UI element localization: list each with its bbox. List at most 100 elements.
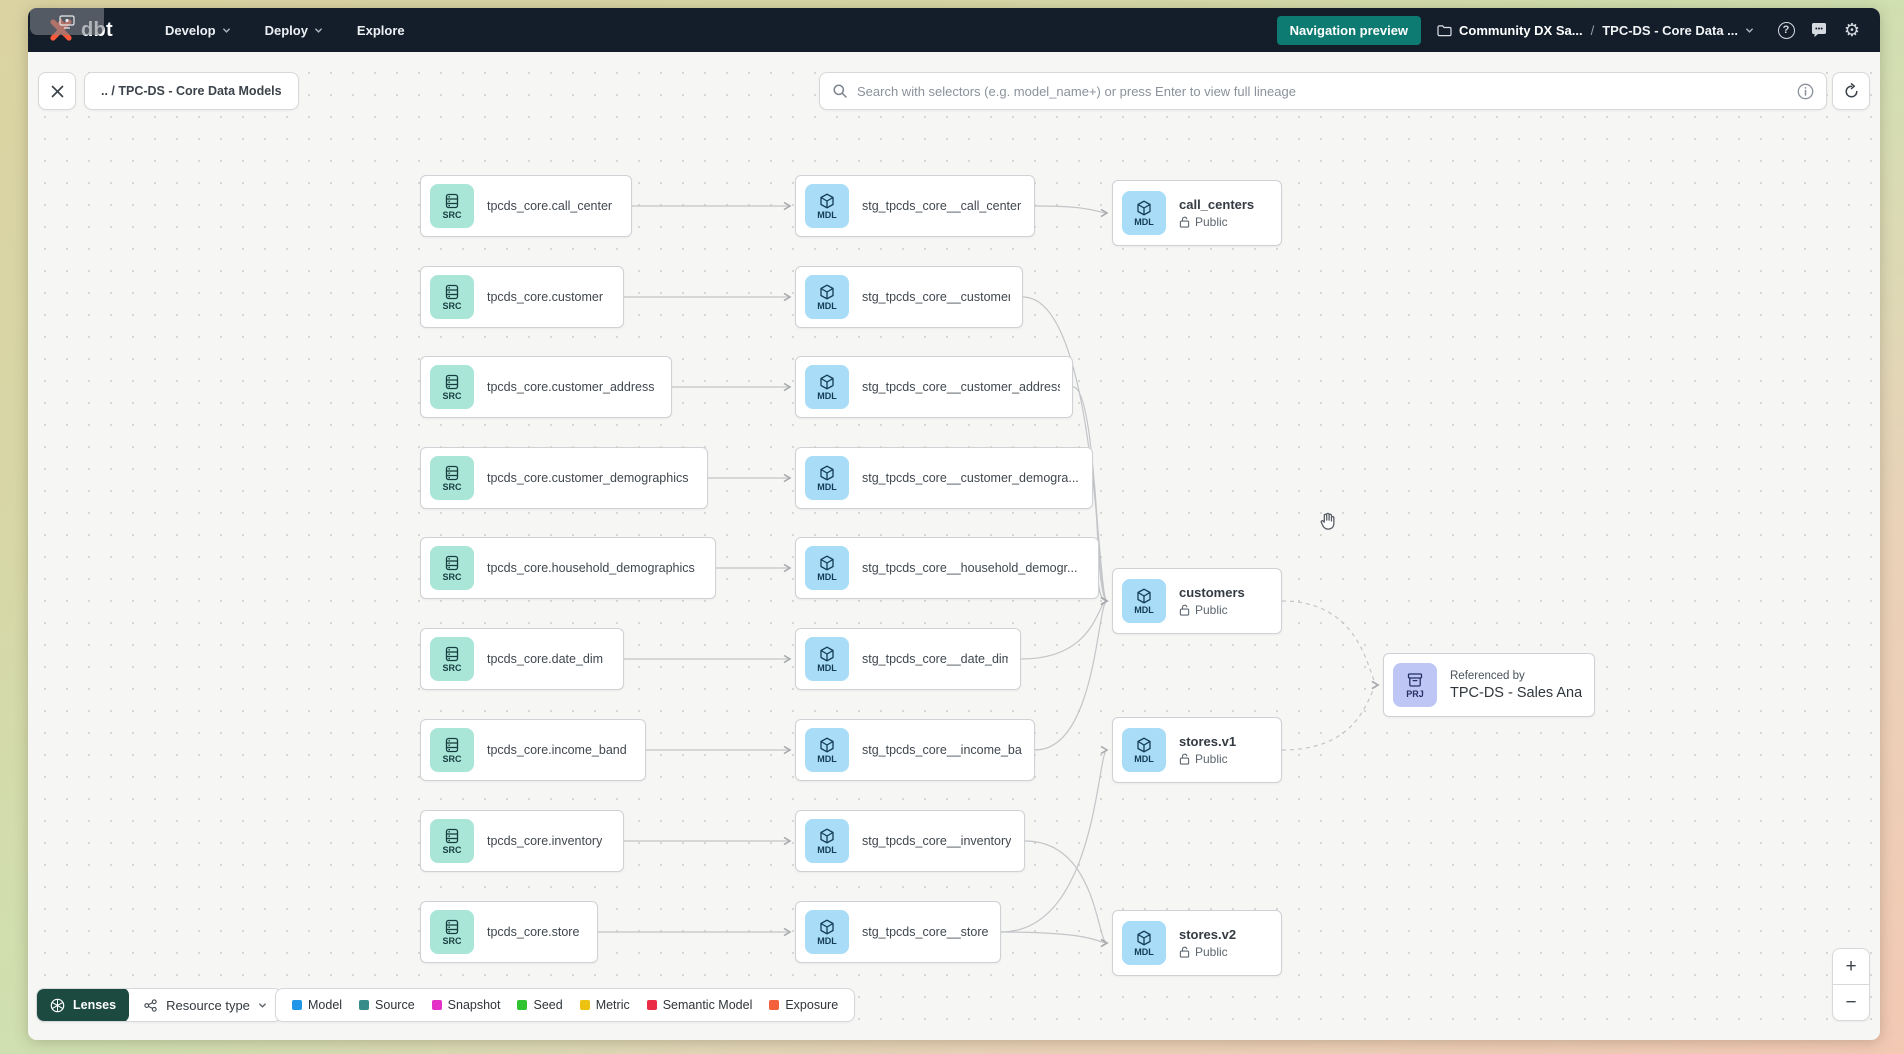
edge-m8-stores_v2 — [1000, 931, 1107, 943]
node-label: TPC-DS - Sales Analytics — [1450, 684, 1582, 701]
lenses-button[interactable]: Lenses — [37, 989, 130, 1021]
navigation-preview-badge[interactable]: Navigation preview — [1276, 15, 1422, 45]
chat-bubble-icon — [1812, 22, 1826, 37]
node-label: stg_tpcds_core__store — [862, 925, 988, 939]
node-label: customers — [1179, 585, 1245, 600]
model-badge: MDL — [805, 456, 849, 500]
model-badge: MDL — [805, 184, 849, 228]
nav-menu-explore-label: Explore — [356, 22, 405, 38]
node-label: tpcds_core.household_demographics — [487, 561, 695, 575]
nav-menu-develop-label: Develop — [165, 22, 216, 38]
help-icon[interactable]: ? — [1776, 20, 1796, 40]
legend-label: Semantic Model — [662, 998, 753, 1012]
legend-swatch — [517, 1000, 528, 1010]
close-lineage-button[interactable] — [38, 72, 76, 110]
node-access-badge: Public — [1179, 752, 1236, 766]
legend-item-exposure: Exposure — [769, 998, 838, 1012]
node-label: stg_tpcds_core__household_demogr... — [862, 561, 1078, 575]
source-badge: SRC — [430, 275, 474, 319]
breadcrumb-project[interactable]: TPC-DS - Core Data ... — [1602, 23, 1754, 38]
legend-label: Snapshot — [447, 998, 501, 1012]
model-badge: MDL — [1122, 191, 1166, 235]
zoom-out-button[interactable]: − — [1845, 991, 1857, 1013]
node-label: stg_tpcds_core__inventory — [862, 834, 1012, 848]
model-node-m0[interactable]: MDL stg_tpcds_core__call_center — [795, 175, 1035, 237]
resource-type-dropdown[interactable]: Resource type — [129, 989, 281, 1021]
node-label: stg_tpcds_core__customer_demogra... — [862, 471, 1079, 485]
model-badge: MDL — [1122, 728, 1166, 772]
breadcrumb-account[interactable]: Community DX Sa... — [1437, 23, 1583, 38]
zoom-in-button[interactable]: + — [1845, 955, 1857, 977]
node-label: tpcds_core.customer_address — [487, 380, 655, 394]
model-badge: MDL — [805, 275, 849, 319]
legend-item-model: Model — [292, 998, 342, 1012]
model-badge: MDL — [805, 819, 849, 863]
cube-icon — [1137, 737, 1151, 752]
node-label: stores.v1 — [1179, 734, 1237, 749]
edge-m6-customers — [1034, 601, 1107, 751]
database-icon — [445, 465, 459, 480]
cube-icon — [820, 646, 834, 661]
node-label: tpcds_core.inventory — [487, 834, 603, 848]
search-input[interactable] — [857, 83, 1788, 99]
settings-icon[interactable]: ⚙ — [1843, 20, 1861, 40]
edge-customers-ref — [1281, 600, 1378, 685]
node-access-badge: Public — [1179, 603, 1245, 617]
node-access-badge: Public — [1179, 215, 1254, 229]
model-node-m7[interactable]: MDL stg_tpcds_core__inventory — [795, 810, 1025, 872]
nav-menu-deploy[interactable]: Deploy — [265, 23, 323, 38]
legend-item-seed: Seed — [517, 998, 563, 1012]
zoom-divider — [1833, 984, 1869, 985]
source-badge: SRC — [430, 637, 474, 681]
cube-icon — [820, 465, 834, 480]
source-node-s4[interactable]: SRC tpcds_core.household_demographics — [420, 537, 716, 599]
model-badge: MDL — [805, 546, 849, 590]
edge-m7-stores_v2 — [1024, 840, 1107, 943]
nav-menu-explore[interactable]: Explore — [357, 23, 405, 38]
lineage-breadcrumb-chip[interactable]: .. / TPC-DS - Core Data Models — [84, 72, 299, 110]
source-node-s8[interactable]: SRC tpcds_core.store — [420, 901, 598, 963]
source-badge: SRC — [430, 728, 474, 772]
legend-swatch — [292, 1000, 302, 1010]
nav-menu-develop[interactable]: Develop — [165, 23, 231, 38]
dbt-app-window: dbt Develop Deploy Explore Navigation pr… — [28, 8, 1880, 1040]
navbar-icon-group: ? ⚙ — [1776, 20, 1862, 40]
cube-icon — [1137, 200, 1151, 215]
cube-icon — [820, 193, 834, 208]
feedback-icon[interactable] — [1809, 20, 1829, 40]
lenses-toolbar: Lenses Resource type — [36, 988, 282, 1022]
source-badge: SRC — [430, 910, 474, 954]
refresh-button[interactable] — [1832, 72, 1870, 110]
source-badge: SRC — [430, 546, 474, 590]
node-label: tpcds_core.store — [487, 925, 580, 939]
zoom-controls: + − — [1832, 948, 1870, 1021]
model-node-m4[interactable]: MDL stg_tpcds_core__household_demogr... — [795, 537, 1099, 599]
node-label: stg_tpcds_core__call_center — [862, 199, 1022, 213]
chevron-down-icon — [315, 27, 322, 33]
legend-swatch — [359, 1000, 370, 1010]
top-navbar: dbt Develop Deploy Explore Navigation pr… — [28, 8, 1880, 52]
lineage-canvas[interactable]: .. / TPC-DS - Core Data Models SRCtpcds_… — [28, 52, 1880, 1040]
info-icon[interactable] — [1797, 83, 1814, 100]
edge-m5-customers — [1020, 601, 1107, 660]
model-node-m3[interactable]: MDL stg_tpcds_core__customer_demogra... — [795, 447, 1093, 509]
cube-icon — [820, 828, 834, 843]
database-icon — [445, 646, 459, 661]
